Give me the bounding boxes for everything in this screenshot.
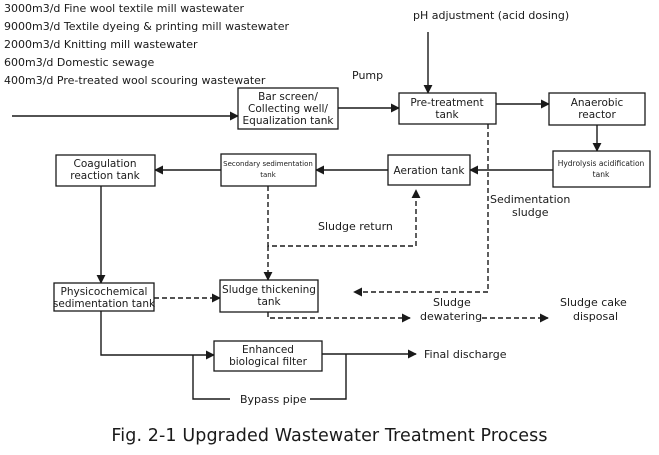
coagulation-line2: reaction tank	[70, 170, 140, 182]
final-discharge-label: Final discharge	[424, 348, 507, 361]
source-fine-wool: 3000m3/d Fine wool textile mill wastewat…	[4, 2, 245, 15]
sludge-cake-label-1: Sludge cake	[560, 296, 627, 309]
bar-screen-box: Bar screen/ Collecting well/ Equalizatio…	[237, 87, 339, 130]
secondary-sedimentation-box: Secondary sedimentation tank	[220, 153, 317, 187]
ph-adjustment-label: pH adjustment (acid dosing)	[413, 9, 569, 22]
biofilter-line1: Enhanced	[242, 344, 294, 356]
bar-screen-line1: Bar screen/	[258, 91, 318, 103]
sedimentation-sludge-label-2: sludge	[512, 206, 549, 219]
thickening-line2: tank	[257, 296, 281, 308]
source-wool-scouring: 400m3/d Pre-treated wool scouring wastew…	[4, 74, 266, 87]
coagulation-tank-box: Coagulation reaction tank	[55, 154, 156, 187]
sedimentation-sludge-label-1: Sedimentation	[490, 193, 570, 206]
arrow-to-biofilter	[100, 311, 215, 360]
pretreatment-line1: Pre-treatment	[410, 97, 483, 109]
figure-caption: Fig. 2-1 Upgraded Wastewater Treatment P…	[111, 426, 548, 446]
arrow-to-dewatering	[267, 312, 411, 323]
sludge-dewatering-label-1: Sludge	[433, 296, 471, 309]
sludge-return-label: Sludge return	[318, 220, 393, 233]
sludge-cake-label-2: disposal	[573, 310, 618, 323]
bypass-pipe-right	[310, 354, 347, 400]
source-dyeing-printing: 9000m3/d Textile dyeing & printing mill …	[4, 20, 289, 33]
arrow-sedimentation-sludge	[353, 124, 489, 297]
bar-screen-line2: Collecting well/	[248, 103, 328, 115]
biofilter-line2: biological filter	[229, 356, 308, 368]
anaerobic-line2: reactor	[578, 109, 616, 121]
sludge-dewatering-label-2: dewatering	[420, 310, 482, 323]
secondary-sed-line1: Secondary sedimentation	[223, 160, 313, 168]
arrow-sludge-return	[267, 186, 421, 247]
anaerobic-line1: Anaerobic	[571, 97, 624, 109]
bypass-pipe-label: Bypass pipe	[240, 393, 307, 406]
sludge-thickening-box: Sludge thickening tank	[219, 279, 319, 313]
hydrolysis-line1: Hydrolysis acidification	[558, 159, 645, 168]
pretreatment-line2: tank	[435, 109, 459, 121]
hydrolysis-tank-box: Hydrolysis acidification tank	[552, 150, 651, 188]
thickening-line1: Sludge thickening	[222, 284, 316, 296]
secondary-sed-line2: tank	[260, 171, 276, 179]
bar-screen-line3: Equalization tank	[243, 115, 335, 127]
aeration-tank-box: Aeration tank	[387, 154, 471, 186]
source-domestic-sewage: 600m3/d Domestic sewage	[4, 56, 155, 69]
source-knitting: 2000m3/d Knitting mill wastewater	[4, 38, 198, 51]
physicochemical-line2: sedimentation tank	[53, 298, 156, 310]
bypass-pipe-left	[192, 355, 230, 400]
pump-label: Pump	[352, 69, 383, 82]
hydrolysis-line2: tank	[593, 170, 610, 179]
aeration-line1: Aeration tank	[394, 165, 466, 177]
coagulation-line1: Coagulation	[74, 158, 137, 170]
pretreatment-tank-box: Pre-treatment tank	[398, 92, 497, 125]
biological-filter-box: Enhanced biological filter	[213, 340, 323, 372]
physicochemical-line1: Physicochemical	[61, 286, 148, 298]
anaerobic-reactor-box: Anaerobic reactor	[548, 92, 646, 126]
physicochemical-sedimentation-box: Physicochemical sedimentation tank	[53, 282, 156, 312]
